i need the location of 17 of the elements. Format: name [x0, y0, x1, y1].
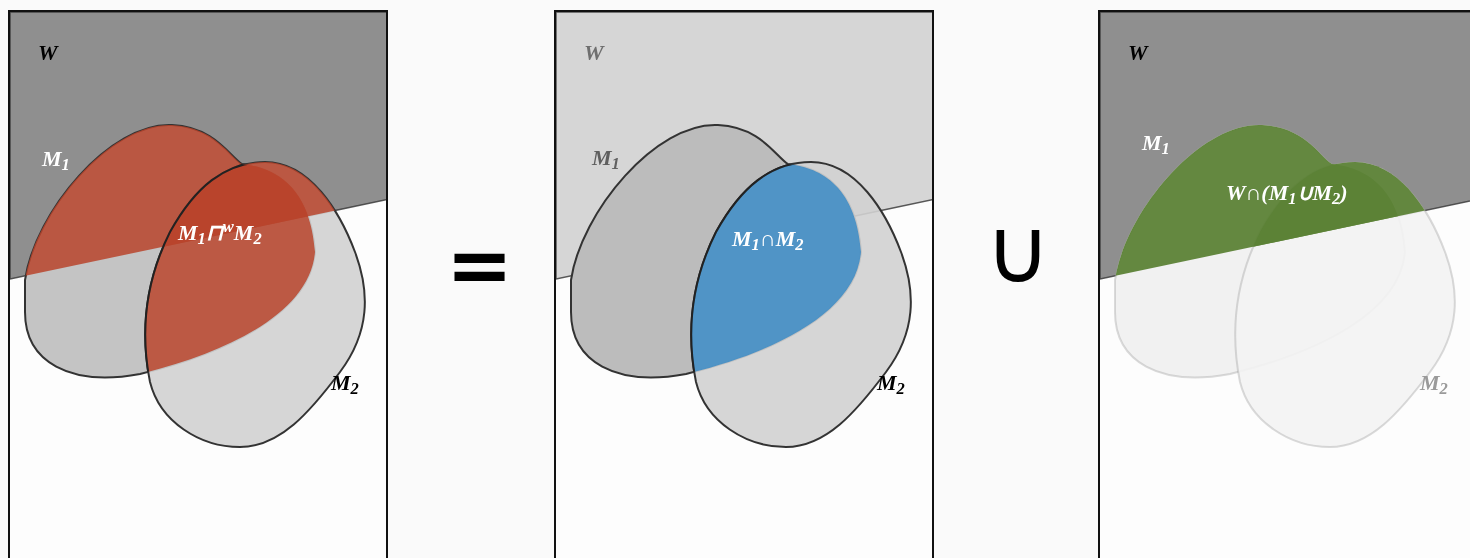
set-label: M$_{2}$ — [877, 372, 905, 394]
set-label: M$_{1}$ — [1142, 132, 1170, 154]
set-label: W∩(M$_{1}$∪M$_{2}$) — [1226, 182, 1348, 204]
set-label: M$_{2}$ — [1420, 372, 1448, 394]
set-label: M$_{1}$ — [42, 148, 70, 170]
set-label: W — [38, 42, 58, 64]
panel-frame — [1098, 10, 1470, 558]
panel-frame — [554, 10, 934, 558]
set-label: M$_{1}$∩M$_{2}$ — [732, 228, 804, 250]
operator-symbol: = — [446, 226, 514, 306]
set-label: M$_{2}$ — [331, 372, 359, 394]
operator-symbol: ∪ — [985, 206, 1051, 296]
set-label: M$_{1}$⊓$^{w}$M$_{2}$ — [178, 222, 262, 244]
set-label: W — [1128, 42, 1148, 64]
panel-frame — [8, 10, 388, 558]
set-label: M$_{1}$ — [592, 147, 620, 169]
set-label: W — [584, 42, 604, 64]
